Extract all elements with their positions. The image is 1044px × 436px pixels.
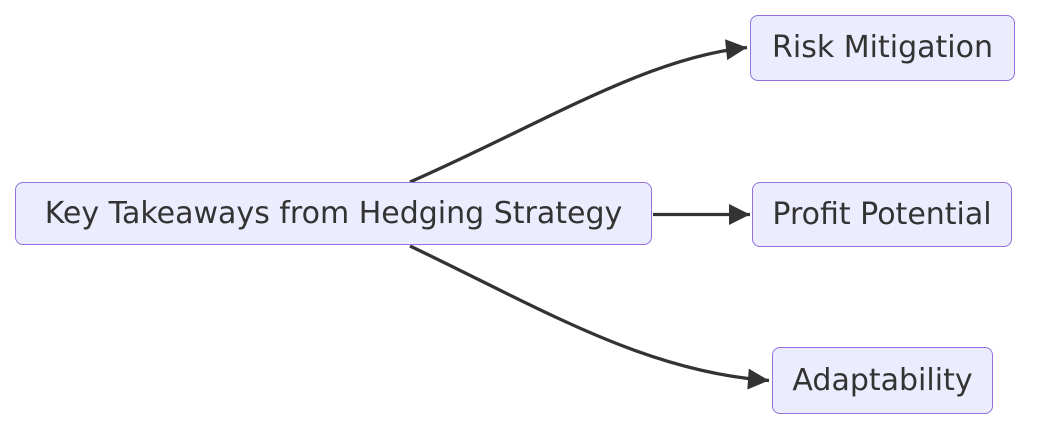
node-risk-mitigation: Risk Mitigation: [750, 15, 1015, 81]
edge-root-to-adaptability: [409, 244, 770, 390]
node-profit-potential: Profit Potential: [752, 182, 1012, 247]
edge-root-to-risk-mitigation: [409, 39, 748, 184]
node-key-takeaways: Key Takeaways from Hedging Strategy: [15, 182, 652, 245]
node-adaptability: Adaptability: [772, 347, 993, 414]
